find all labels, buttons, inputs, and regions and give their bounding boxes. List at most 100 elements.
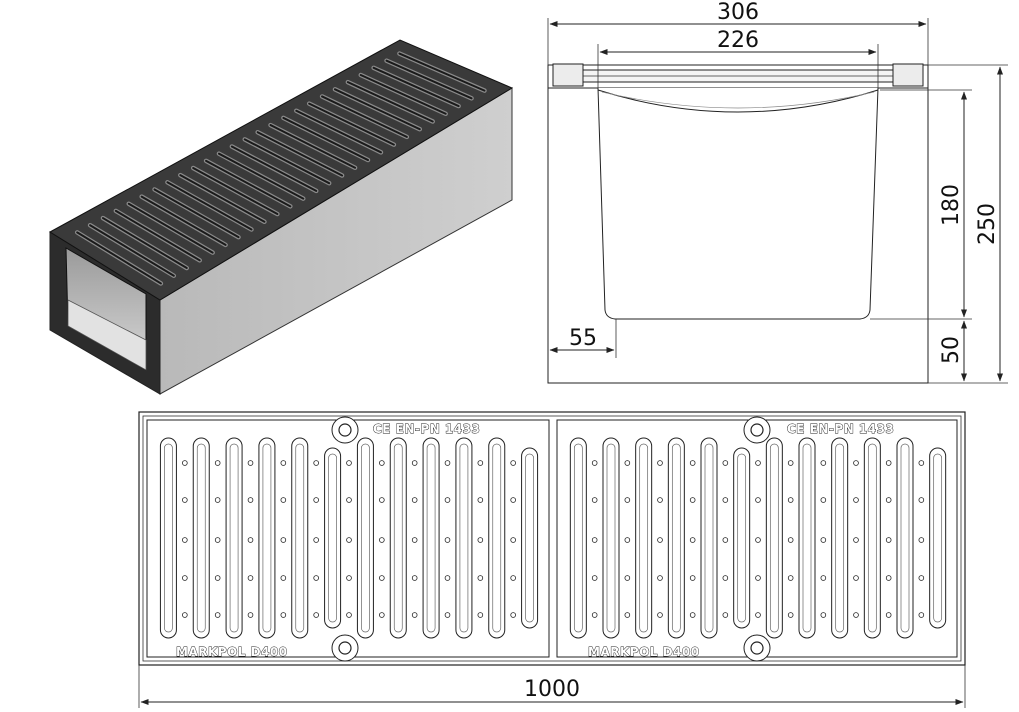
iso-slot-inner [140,195,227,246]
dimension-50: 50 [939,336,964,364]
iso-slot-inner [295,109,382,154]
iso-slot-inner [385,59,473,100]
grate-dot [820,497,827,503]
grate-dot [214,537,221,543]
grate-dot [624,537,631,543]
grate-slot-inner [229,443,239,633]
grate-dot [182,612,188,618]
plan-slots [159,437,947,639]
bolt-icon [743,634,771,662]
bolt-icon [331,416,359,444]
iso-slot-inner [114,209,201,262]
grate-dot [510,460,516,466]
iso-slot-inner [372,66,460,108]
iso-slot-inner [308,102,395,146]
iso-slot-inner [89,224,175,277]
iso-slot-inner [217,152,305,200]
grate-dot [477,537,484,543]
grate-dot [346,612,352,618]
grate-slot-inner [737,453,747,623]
grate-dot [787,612,794,618]
grate-dot [689,497,696,503]
grate-slot [863,437,881,639]
section-cavity [597,87,879,320]
grate-dot [755,497,761,503]
grate-dot [657,497,663,503]
grate-slot-inner [769,443,779,633]
grate-slot [356,437,374,639]
grate-dot [885,575,892,581]
grate-slot [569,437,587,639]
grate-slot-inner [295,443,305,633]
grate-slot [258,437,276,639]
iso-slot-inner [243,138,331,185]
grate-slot-inner [867,443,877,633]
grate-dot [885,460,892,466]
iso-slot-inner [127,202,214,254]
grate-slot-inner [361,443,370,633]
grate-slot [635,437,653,639]
dimension-180: 180 [939,184,964,226]
grate-dot [477,497,484,503]
grate-dot [510,497,516,503]
plan-bolts [331,416,771,662]
grate-dot [411,575,418,581]
iso-slot-inner [179,174,266,223]
grate-slot [896,437,914,639]
iso-slot-inner [101,217,188,270]
grate-dot [313,575,319,581]
grate-dot [853,537,859,543]
grate-dot [820,612,827,618]
iso-slot-inner [230,145,318,192]
grate-dot [591,537,598,543]
grate-dot [313,460,319,466]
grate-dot [444,460,451,466]
grate-slot [488,437,506,639]
grate-dot [624,497,631,503]
grate-dot [722,612,729,618]
grate-dot [182,575,188,581]
grate-slot [602,437,620,639]
grate-dot [346,537,352,543]
isometric-view [49,39,514,395]
grate-slot-inner [900,443,910,633]
grate-dot [918,537,925,543]
grate-dot [182,460,188,466]
grate-slot-inner [639,443,649,633]
grate-slot [455,437,473,639]
grate-dot [755,537,761,543]
grate-dot [444,497,451,503]
iso-slot-inner [269,124,357,169]
grate-dot [214,575,221,581]
grate-dot [280,460,287,466]
grate-dot [247,575,254,581]
grate-dot [689,612,696,618]
grate-marking-markpol-right: MARKPOL D400 [588,645,700,659]
grate-slot [192,437,210,639]
grate-dot [346,460,352,466]
grate-dot [820,575,827,581]
dimension-1000: 1000 [524,677,580,702]
grate-slot-inner [459,443,469,633]
grate-dot [379,612,385,618]
iso-slot-inner [321,95,408,138]
grate-dot [624,612,631,618]
grate-dot [657,460,663,466]
grate-dot [247,497,254,503]
grate-dot [379,497,385,503]
grate-slot [324,447,342,629]
grate-dot [379,537,385,543]
dimension-306: 306 [717,0,759,25]
grate-dot [689,575,696,581]
grate-dot [444,575,451,581]
grate-dot [477,575,484,581]
plan-view: CE EN-PN 1433 CE EN-PN 1433 MARKPOL D400… [138,411,966,708]
dimension-250: 250 [975,203,1000,245]
grate-dot [510,612,516,618]
grate-dot [755,612,761,618]
grate-dot [247,460,254,466]
grate-slot-inner [671,443,681,633]
grate-dot [820,460,827,466]
grate-dot [722,575,729,581]
grate-dot [280,497,287,503]
